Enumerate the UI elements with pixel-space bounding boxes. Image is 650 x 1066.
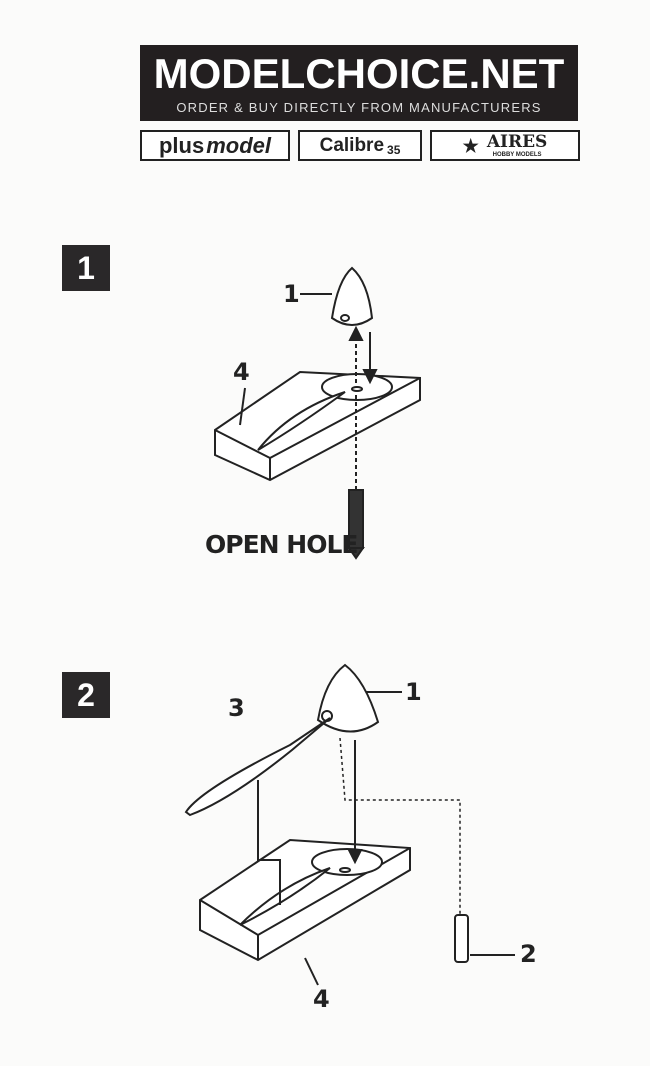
label-tool: 3 [228, 694, 245, 722]
aires-logo: ★ AIRES HOBBY MODELS [430, 130, 580, 161]
tool-3 [184, 717, 331, 817]
label-base: 4 [233, 358, 250, 386]
spinner-cone [330, 266, 374, 326]
modelchoice-banner: MODELCHOICE.NET ORDER & BUY DIRECTLY FRO… [140, 45, 578, 121]
open-hole-note: OPEN HOLE [205, 530, 358, 559]
step-1-badge: 1 [62, 245, 110, 291]
star-icon: ★ [462, 135, 479, 156]
label-pin: 2 [520, 940, 537, 968]
base-groove [257, 391, 346, 451]
aires-subtext: HOBBY MODELS [492, 151, 542, 158]
step-2-badge: 2 [62, 672, 110, 718]
brand-title: MODELCHOICE.NET [153, 49, 565, 97]
aires-text: AIRES [486, 131, 548, 152]
label-spinner: 1 [405, 678, 422, 706]
brand-tagline: ORDER & BUY DIRECTLY FROM MANUFACTURERS [176, 99, 542, 115]
calibre-text: Calibre [319, 134, 385, 156]
plusmodel-text-a: plus [158, 132, 205, 158]
label-spinner: 1 [283, 280, 300, 308]
plusmodel-text-b: model [206, 132, 272, 158]
step-1-drawing [214, 266, 421, 560]
pin-2 [454, 914, 469, 963]
calibre-number: 35 [387, 143, 401, 157]
spinner-cone [316, 663, 380, 733]
step-2-drawing [184, 663, 515, 986]
label-base: 4 [313, 985, 330, 1013]
